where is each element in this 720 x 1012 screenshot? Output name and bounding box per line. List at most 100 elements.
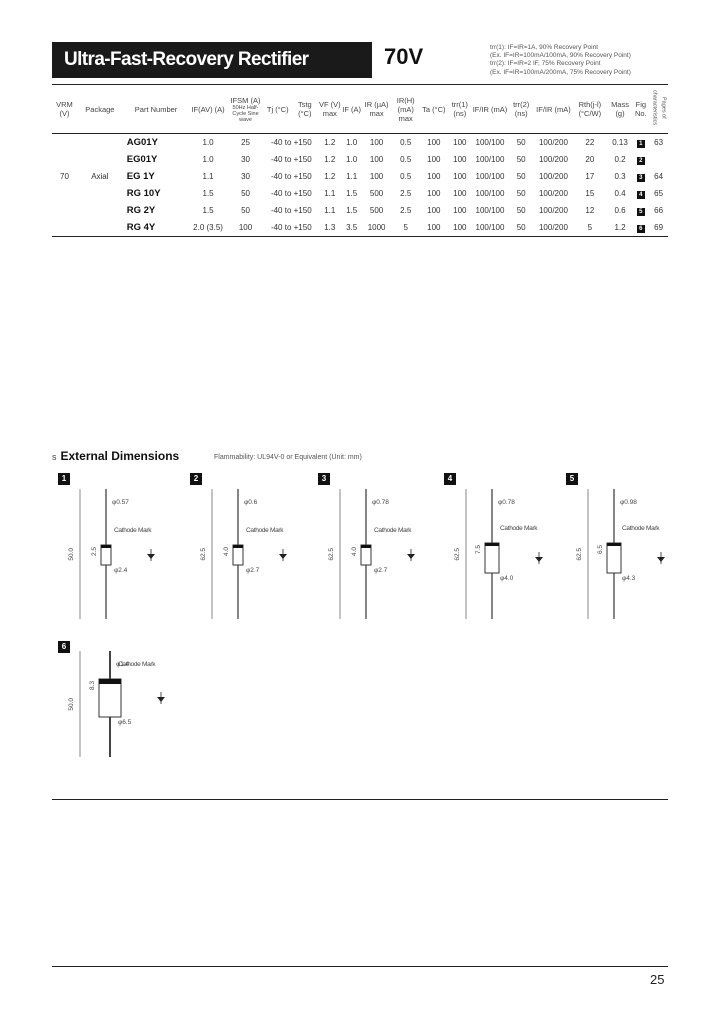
- vrm-cell: [52, 134, 77, 152]
- col-if-ir1: IF/IR (mA): [472, 84, 508, 134]
- ta-cell: 100: [427, 138, 441, 147]
- total-length-label: 50.0: [68, 698, 75, 711]
- fig-number-badge: 5: [636, 207, 645, 216]
- ir-cell: 500: [369, 189, 384, 198]
- tj-tstg-cell: -40 to +150: [270, 189, 312, 198]
- ifir2-cell: 100/200: [538, 206, 568, 215]
- vrm-cell: [52, 151, 77, 168]
- lead-diameter-label: φ0.6: [244, 499, 258, 506]
- ifir2-cell: 100/200: [534, 219, 573, 237]
- panel-number: 3: [318, 473, 330, 485]
- ifir1-cell: 100/100: [475, 172, 505, 181]
- part-number-cell: AG01Y: [126, 137, 158, 148]
- fig-number-badge: 2: [636, 156, 645, 165]
- trr1-cell: 100: [453, 155, 467, 164]
- vf-cell: 1.1: [324, 206, 336, 215]
- note-line: (Ex. IF=IR=100mA/100mA, 90% Recovery Poi…: [490, 52, 631, 60]
- fig-cell: 2: [633, 151, 650, 168]
- rth-cell: 22: [585, 138, 595, 147]
- col-mass: Mass (g): [607, 84, 633, 134]
- col-if-ir2: IF/IR (mA): [534, 84, 573, 134]
- ifsm-cell: 30: [241, 155, 250, 164]
- package-cell: [77, 185, 123, 202]
- fig-cell: 5: [633, 202, 650, 219]
- if-cell: 1.5: [346, 189, 358, 198]
- col-vf: VF (V) max: [318, 84, 342, 134]
- diode-outline-drawing: [465, 489, 543, 619]
- body-length-label: 6.5: [597, 545, 604, 555]
- package-cell: [77, 134, 123, 152]
- irh-cell: 0.5: [400, 172, 412, 181]
- page-cell: 63: [654, 138, 664, 147]
- rth-cell: 15: [585, 189, 595, 198]
- package-cell: [77, 151, 123, 168]
- trr1-cell: 100: [453, 138, 467, 147]
- diode-outline-drawing: [587, 489, 665, 619]
- ifav-cell: 1.0: [202, 138, 214, 147]
- irh-cell: 2.5: [400, 206, 412, 215]
- body-length-label: 7.5: [475, 545, 482, 555]
- ta-cell: 100: [427, 172, 441, 181]
- cathode-mark-label: Cathode Mark: [114, 527, 152, 534]
- diode-body: [484, 542, 500, 574]
- body-length-label: 2.5: [91, 547, 98, 557]
- if-cell: 3.5: [341, 219, 363, 237]
- ifsm-cell: 50: [241, 206, 250, 215]
- ifir2-cell: 100/200: [538, 189, 568, 198]
- vrm-cell: [52, 202, 77, 219]
- trr2-cell: 50: [516, 172, 526, 181]
- col-irh: IR(H) (mA) max: [391, 84, 421, 134]
- cathode-band: [485, 543, 499, 546]
- col-page: Pages of characteristics: [649, 84, 668, 134]
- body-length-label: 4.0: [223, 547, 230, 557]
- vrm-cell: [52, 219, 77, 237]
- tj-tstg-cell: -40 to +150: [264, 219, 319, 237]
- col-if: IF (A): [341, 84, 363, 134]
- panel-number: 1: [58, 473, 70, 485]
- ifir1-cell: 100/100: [475, 189, 505, 198]
- ta-cell: 100: [427, 189, 441, 198]
- diode-outline-drawing: [79, 651, 165, 757]
- page-cell: [649, 151, 668, 168]
- tj-tstg-cell: -40 to +150: [270, 138, 312, 147]
- col-package: Package: [76, 84, 123, 134]
- rth-cell: 20: [585, 155, 595, 164]
- mass-cell: 0.6: [614, 206, 626, 215]
- section-marker: s: [52, 452, 57, 462]
- cathode-band: [361, 545, 371, 548]
- vf-cell: 1.2: [324, 155, 336, 164]
- diode-outline-drawing: [339, 489, 415, 619]
- ir-cell: 100: [369, 138, 384, 147]
- tj-tstg-cell: -40 to +150: [270, 206, 312, 215]
- panel-number: 6: [58, 641, 70, 653]
- body-diameter-label: φ6.5: [118, 719, 132, 726]
- divider: [52, 799, 668, 800]
- note-line: trr(2): IF=IR=2 IF, 75% Recovery Point: [490, 60, 601, 68]
- ifsm-label: IFSM (A): [230, 95, 261, 105]
- irh-cell: 2.5: [400, 189, 412, 198]
- trr1-cell: 100: [453, 206, 467, 215]
- diode-body: [606, 542, 622, 574]
- section-note: Flammability: UL94V-0 or Equivalent (Uni…: [214, 454, 362, 461]
- lead-diameter-label: φ0.57: [112, 499, 129, 506]
- mass-cell: 0.2: [614, 155, 626, 164]
- cathode-band: [101, 545, 111, 548]
- cathode-mark-label: Cathode Mark: [622, 525, 660, 532]
- col-trr2: trr(2) (ns): [507, 84, 535, 134]
- part-number-cell: EG 1Y: [126, 171, 155, 182]
- body-diameter-label: φ2.7: [374, 567, 388, 574]
- ifsm-cell: 25: [241, 138, 250, 147]
- col-ifav: IF(AV) (A): [189, 84, 227, 134]
- tj-tstg-cell: -40 to +150: [270, 172, 312, 181]
- ifsm-cell: 30: [241, 172, 250, 181]
- col-fig: Fig No.: [632, 84, 650, 134]
- lead-diameter-label: φ0.78: [498, 499, 515, 506]
- total-length-label: 62.5: [200, 548, 207, 561]
- total-length-label: 50.0: [68, 548, 75, 561]
